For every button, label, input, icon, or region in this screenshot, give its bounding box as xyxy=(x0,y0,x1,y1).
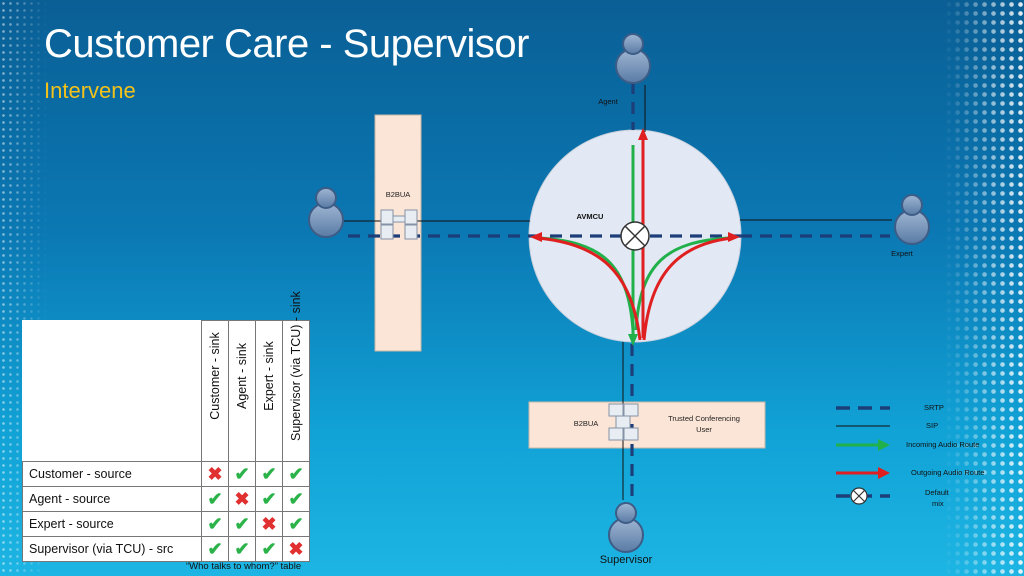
customer-person-icon xyxy=(308,187,344,238)
table-row-label: Customer - source xyxy=(22,461,202,487)
table-col-header: Agent - sink xyxy=(228,320,256,462)
legend-outgoing-label: Outgoing Audio Route xyxy=(911,468,984,477)
b2bua-bottom-label: B2BUA xyxy=(574,419,599,428)
table-row: Agent - source ✔ ✖ ✔ ✔ xyxy=(22,486,310,512)
cross-icon: ✖ xyxy=(282,536,310,562)
check-icon: ✔ xyxy=(228,461,256,487)
default-mix-icon xyxy=(620,221,650,251)
check-icon: ✔ xyxy=(228,511,256,537)
legend-mix-label: Default xyxy=(925,488,950,497)
tcu-label-1: Trusted Conferencing xyxy=(668,414,740,423)
table-col-header: Expert - sink xyxy=(255,320,283,462)
expert-person-icon xyxy=(894,194,930,245)
legend: SRTP SIP Incoming Audio Route Outgoing A… xyxy=(836,403,984,508)
route-arrowheads xyxy=(530,128,740,346)
agent-person-icon xyxy=(615,33,651,84)
cross-icon: ✖ xyxy=(255,511,283,537)
check-icon: ✔ xyxy=(282,486,310,512)
legend-mix-label-2: mix xyxy=(932,499,944,508)
avmcu-label: AVMCU xyxy=(577,212,604,221)
tcu-box xyxy=(528,401,766,449)
check-icon: ✔ xyxy=(201,511,229,537)
table-caption: “Who talks to whom?” table xyxy=(186,561,302,572)
b2bua-connectors xyxy=(380,209,639,441)
tcu-label-2: User xyxy=(696,425,712,434)
table-col-header: Customer - sink xyxy=(201,320,229,462)
table-row-label: Supervisor (via TCU) - src xyxy=(22,536,202,562)
table-row: Expert - source ✔ ✔ ✖ ✔ xyxy=(22,511,310,537)
check-icon: ✔ xyxy=(282,511,310,537)
agent-label: Agent xyxy=(598,97,619,106)
legend-incoming-arrow-icon xyxy=(878,439,890,451)
table-row-label: Expert - source xyxy=(22,511,202,537)
check-icon: ✔ xyxy=(228,536,256,562)
supervisor-person-icon xyxy=(608,502,644,553)
legend-srtp-label: SRTP xyxy=(924,403,944,412)
check-icon: ✔ xyxy=(201,536,229,562)
supervisor-label: Supervisor xyxy=(600,554,653,566)
table-row-label: Agent - source xyxy=(22,486,202,512)
legend-outgoing-arrow-icon xyxy=(878,467,890,479)
cross-icon: ✖ xyxy=(228,486,256,512)
check-icon: ✔ xyxy=(255,486,283,512)
check-icon: ✔ xyxy=(282,461,310,487)
table-row: Customer - source ✖ ✔ ✔ ✔ xyxy=(22,461,310,487)
legend-incoming-label: Incoming Audio Route xyxy=(906,440,979,449)
check-icon: ✔ xyxy=(255,461,283,487)
b2bua-left-label: B2BUA xyxy=(386,190,411,199)
expert-label: Expert xyxy=(891,249,914,258)
check-icon: ✔ xyxy=(255,536,283,562)
slide-title: Customer Care - Supervisor xyxy=(44,22,529,66)
legend-sip-label: SIP xyxy=(926,421,938,430)
who-talks-table: Customer - sink Agent - sink Expert - si… xyxy=(22,291,310,562)
cross-icon: ✖ xyxy=(201,461,229,487)
check-icon: ✔ xyxy=(201,486,229,512)
slide-subtitle: Intervene xyxy=(44,78,136,103)
table-row: Supervisor (via TCU) - src ✔ ✔ ✔ ✖ xyxy=(22,536,310,562)
table-col-header: Supervisor (via TCU) - sink xyxy=(282,291,310,462)
table-corner xyxy=(23,321,202,462)
